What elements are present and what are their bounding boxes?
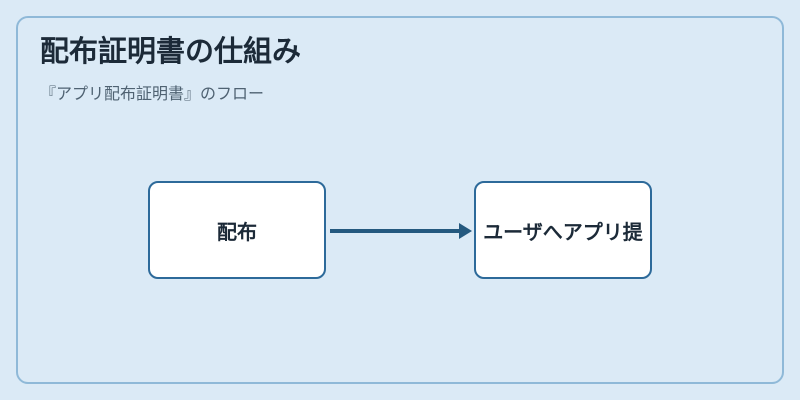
diagram-card [16, 16, 784, 384]
diagram-subtitle: 『アプリ配布証明書』のフロー [40, 84, 265, 103]
flow-node-label: 配布 [217, 219, 257, 244]
flow-node-label: ユーザへアプリ提 [483, 219, 643, 244]
diagram-title: 配布証明書の仕組み [40, 34, 302, 68]
flow-node-provide-app: ユーザへアプリ提 [474, 181, 652, 279]
flow-node-distribution: 配布 [148, 181, 326, 279]
